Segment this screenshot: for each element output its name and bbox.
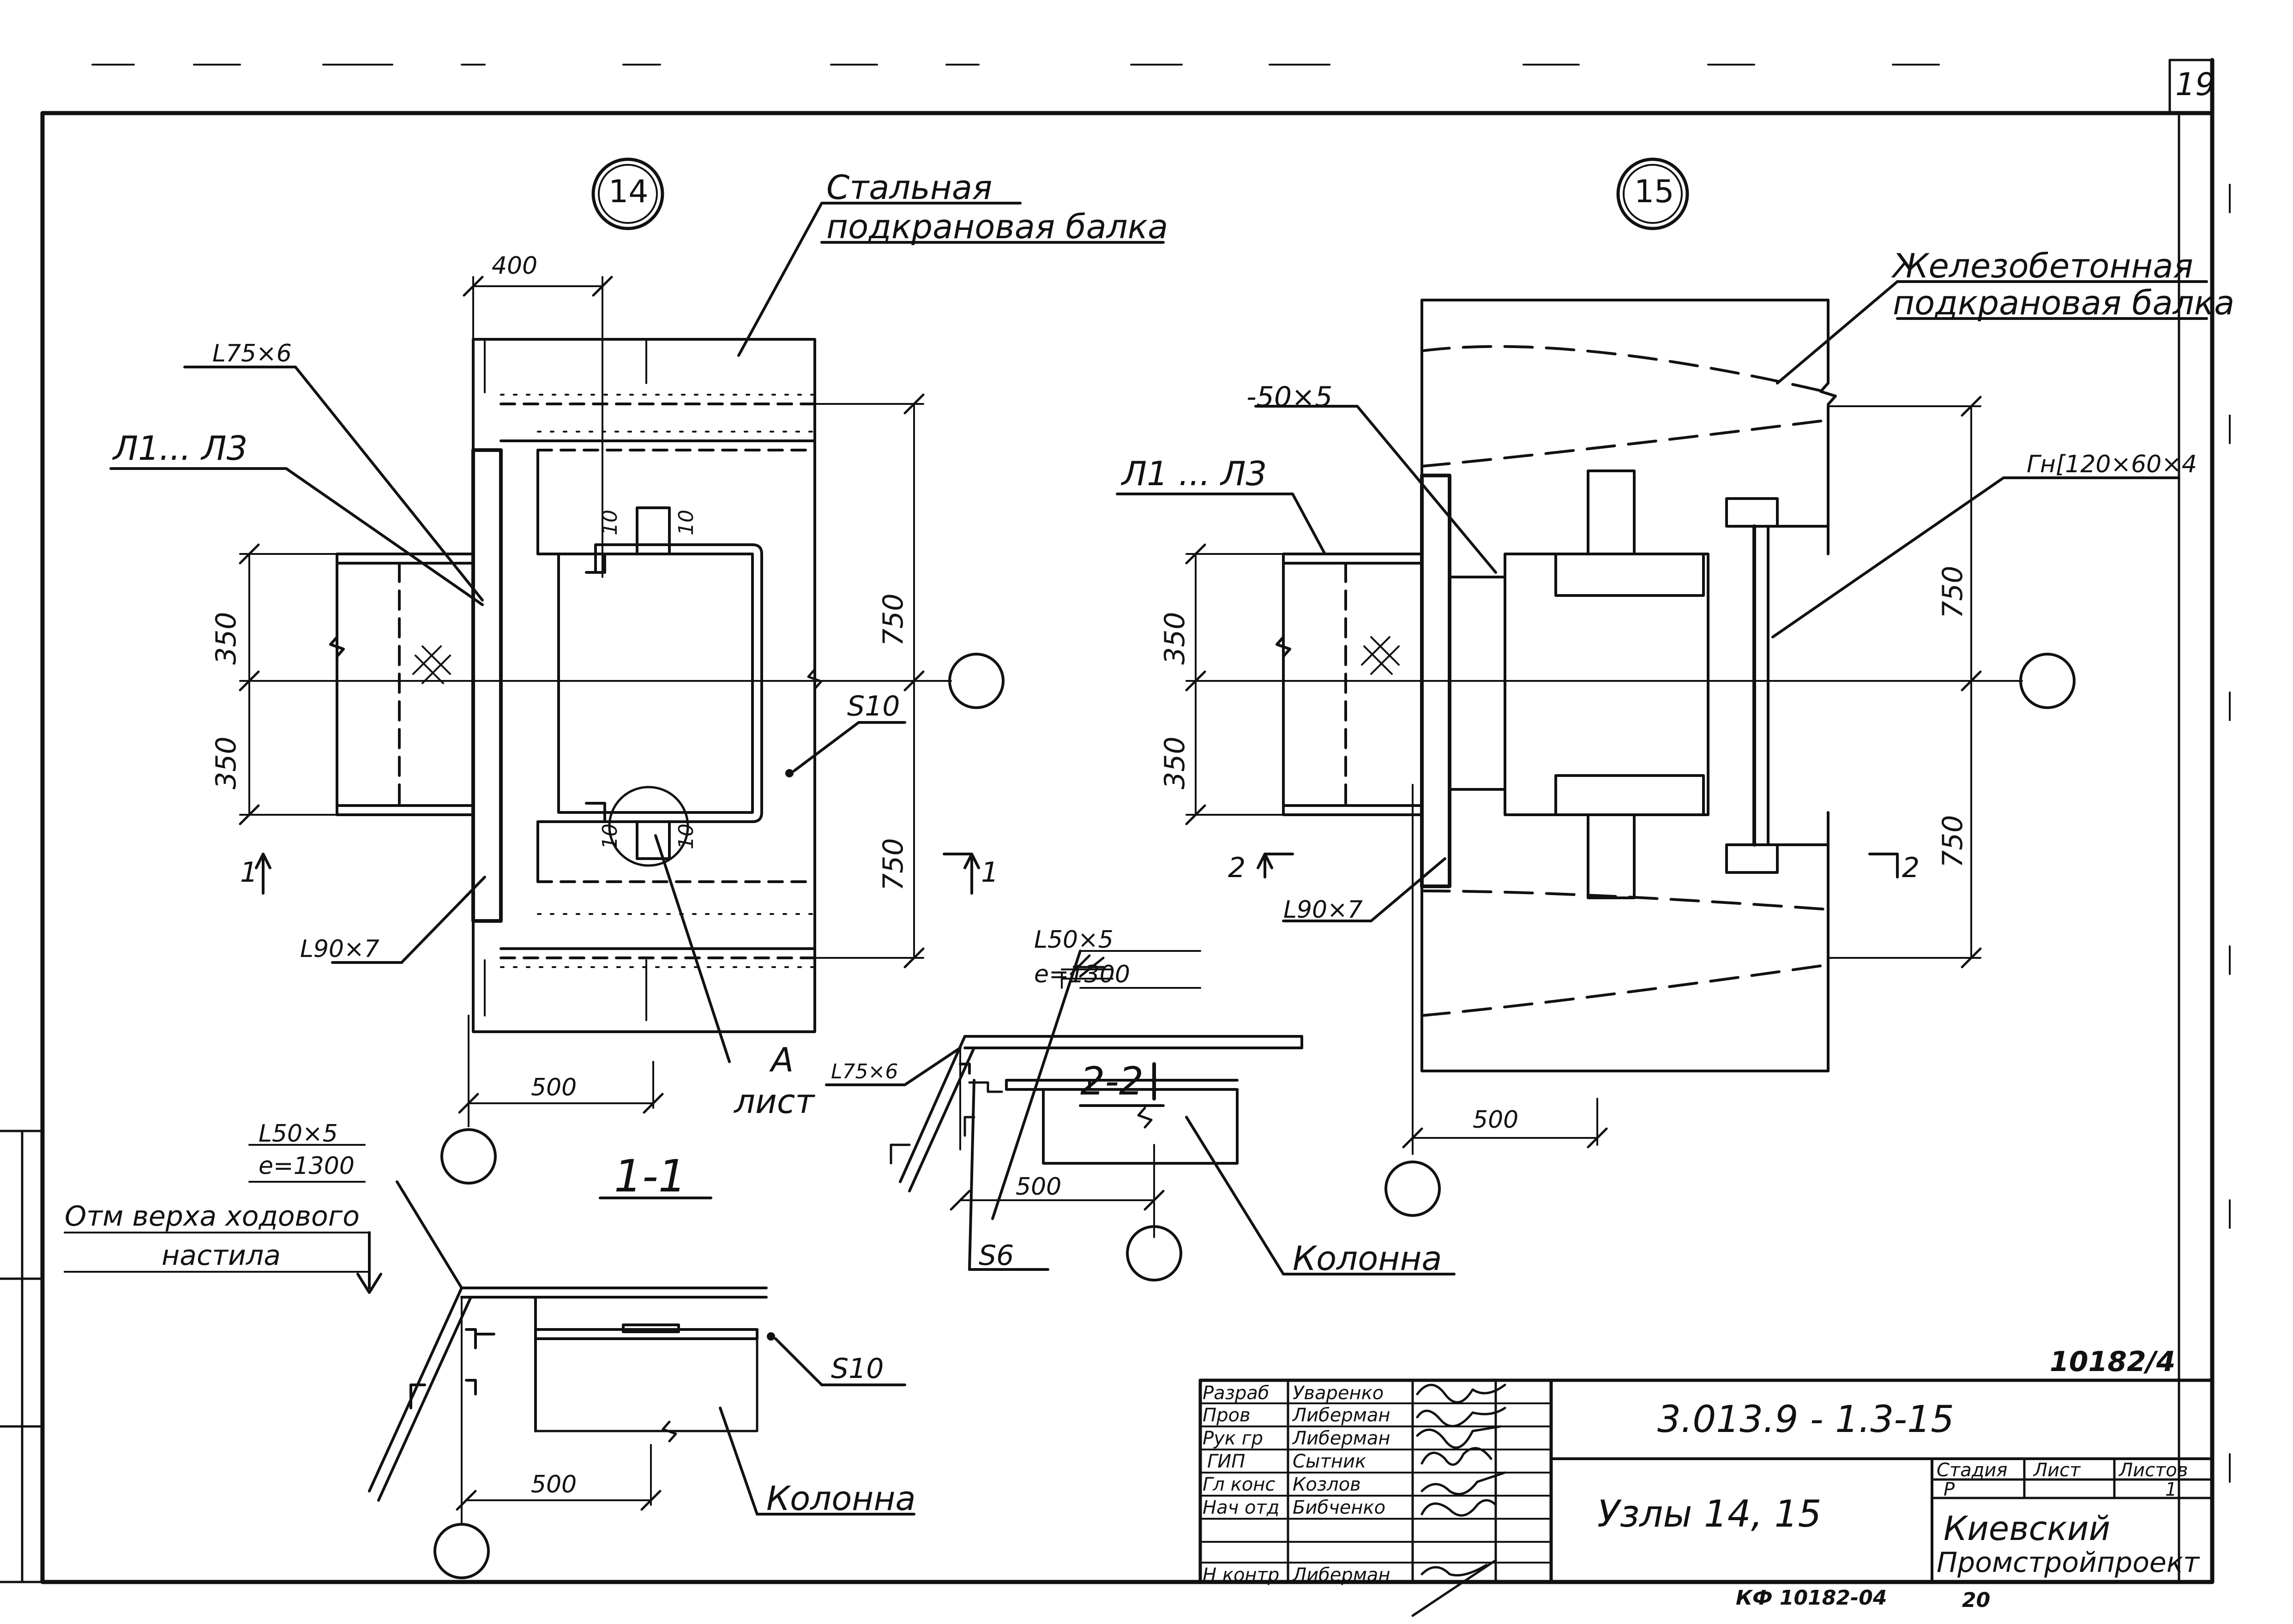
node-14-dim-350-b: 350 [210, 736, 242, 789]
node-15-plates: Л1 ... Л3 [1122, 454, 1267, 493]
node-14-angle-bottom: L90×7 [300, 935, 379, 963]
role-5: Нач отд [1203, 1497, 1280, 1518]
section-1-1-deck-mark-2: настила [162, 1239, 281, 1272]
node-14-dim-750-b: 750 [877, 838, 909, 891]
section-2-2-plate-s6: S6 [979, 1239, 1014, 1272]
name-1: Либерман [1293, 1405, 1390, 1426]
node-15-channel: Гн[120×60×4 [2027, 451, 2197, 478]
section-2-2-angle-2: L75×6 [831, 1060, 898, 1083]
node-14-plate-s10: S10 [847, 690, 900, 722]
name-0: Уваренко [1293, 1383, 1384, 1404]
node-14-section-mark: 1-1 [614, 1150, 686, 1202]
node-15-plate-strip: -50×5 [1246, 381, 1333, 413]
role-3: ГИП [1207, 1451, 1246, 1472]
sheet-header: Лист [2034, 1460, 2081, 1481]
node-15-dim-750-b: 750 [1937, 815, 1969, 868]
node-14-dim-350-a: 350 [210, 612, 242, 665]
title-block-frame [1198, 1378, 2214, 1617]
node-15-cut-left: 2 [1228, 852, 1246, 884]
node-14-angle-top: L75×6 [212, 340, 292, 367]
section-2-2-title: 2-2 [1080, 1059, 1144, 1104]
node-15-dim-350-b: 350 [1159, 736, 1191, 789]
section-2-2-angle-1: L50×5 [1034, 926, 1113, 954]
section-1-1-drawing [64, 1144, 915, 1579]
node-14-number: 14 [608, 174, 649, 210]
node-14-weld-10-b: 10 [674, 510, 698, 535]
organization-2: Промстройпроект [1937, 1546, 2200, 1579]
role-2: Рук гр [1203, 1428, 1264, 1449]
organization-1: Киевский [1944, 1509, 2111, 1548]
name-4: Козлов [1293, 1474, 1361, 1495]
node-14-cut-left: 1 [240, 856, 258, 889]
node-14-plates: Л1... Л3 [113, 429, 248, 468]
node-14-weld-10-d: 10 [674, 824, 698, 849]
section-1-1-angle-spacing: e=1300 [259, 1152, 355, 1180]
node-14-dim-750-a: 750 [877, 593, 909, 646]
sheet-frame [0, 58, 2231, 1584]
stamp-number: 10182/4 [2050, 1346, 2176, 1378]
page-number: 19 [2175, 66, 2215, 103]
section-2-2-column: Колонна [1293, 1239, 1442, 1278]
node-14-weld-10-c: 10 [598, 824, 622, 849]
sheets-value: 1 [2165, 1479, 2177, 1500]
node-14-drawing [109, 157, 1165, 1199]
name-5: Бибченко [1293, 1497, 1386, 1518]
node-15-dim-750-a: 750 [1937, 565, 1969, 619]
role-0: Разраб [1203, 1383, 1270, 1404]
section-2-2-drawing [825, 950, 1456, 1281]
role-7: Н контр [1203, 1564, 1280, 1586]
sheets-header: Листов [2119, 1460, 2188, 1481]
node-14-dim-400: 400 [492, 252, 538, 280]
section-1-1-deck-mark-1: Отм верха ходового [65, 1200, 360, 1233]
section-1-1-plate-s10: S10 [831, 1353, 884, 1385]
node-15-cut-right: 2 [1902, 852, 1920, 884]
name-3: Сытник [1293, 1451, 1366, 1472]
bottom-page: 20 [1962, 1588, 1991, 1612]
node-15-beam-label-2: подкрановая балка [1893, 283, 2235, 322]
node-14-cut-right: 1 [981, 856, 999, 889]
node-15-beam-label-1: Железобетонная [1893, 247, 2193, 285]
section-2-2-angle-1-spacing: e=1300 [1034, 961, 1130, 988]
stage-header: Стадия [1937, 1460, 2008, 1481]
node-14-beam-label-1: Стальная [826, 168, 993, 207]
role-1: Пров [1203, 1405, 1251, 1426]
document-code: 3.013.9 - 1.3-15 [1657, 1398, 1954, 1441]
node-15-dim-500: 500 [1473, 1106, 1519, 1134]
node-15-drawing [1116, 157, 2208, 1217]
node-15-angle-bottom: L90×7 [1283, 896, 1363, 924]
node-14-dim-500: 500 [531, 1074, 577, 1101]
section-2-2-dim-500: 500 [1016, 1173, 1062, 1201]
sheet-title: Узлы 14, 15 [1597, 1492, 1822, 1535]
name-7: Либерман [1293, 1564, 1390, 1586]
node-14-beam-label-2: подкрановая балка [826, 207, 1168, 246]
section-1-1-dim-500: 500 [531, 1471, 577, 1498]
name-2: Либерман [1293, 1428, 1390, 1449]
role-4: Гл конс [1203, 1474, 1276, 1495]
section-1-1-column: Колонна [766, 1479, 916, 1518]
node-14-sheet-ref-1: А [771, 1041, 794, 1079]
section-1-1-angle: L50×5 [259, 1120, 338, 1148]
stage-value: Р [1944, 1479, 1955, 1500]
node-15-dim-350-a: 350 [1159, 612, 1191, 665]
bottom-code: КФ 10182-04 [1736, 1586, 1887, 1610]
node-15-number: 15 [1634, 174, 1674, 210]
node-14-weld-10-a: 10 [598, 510, 622, 535]
node-14-sheet-ref-2: лист [734, 1082, 815, 1121]
